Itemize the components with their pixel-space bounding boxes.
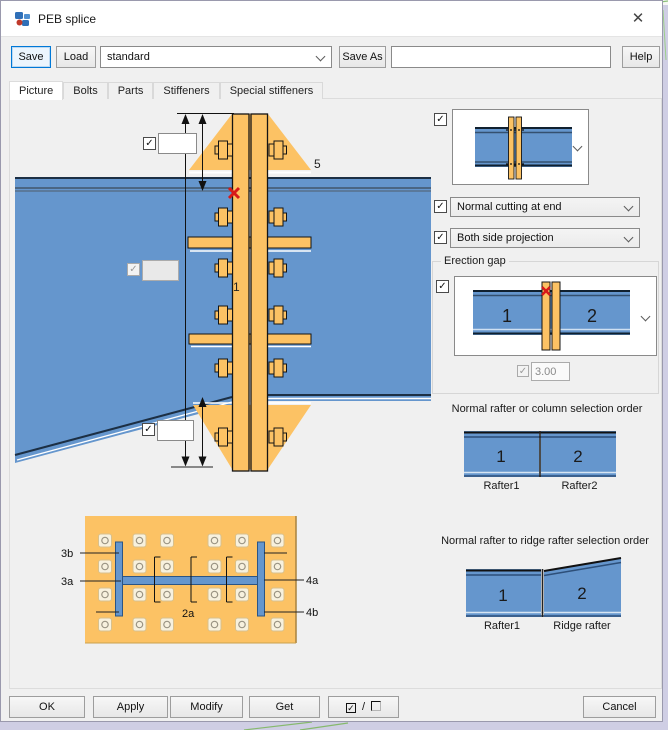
cutting-combobox[interactable]: Normal cutting at end xyxy=(450,197,640,217)
tab-parts[interactable]: Parts xyxy=(107,82,154,99)
tab-bolts[interactable]: Bolts xyxy=(63,82,108,99)
plan-label-2a: 2a xyxy=(182,608,195,620)
preset-value: standard xyxy=(107,51,150,63)
projection-value: Both side projection xyxy=(457,232,554,244)
window-title: PEB splice xyxy=(38,12,97,26)
preset-combobox[interactable]: standard xyxy=(100,46,332,68)
dimension-lines xyxy=(171,113,234,468)
gap-value-input[interactable] xyxy=(531,362,570,381)
end-plate-plan-view: 3b 3a 4a 4b 2a xyxy=(61,516,319,644)
gap-part2-label: 2 xyxy=(587,306,597,326)
order1-num1: 1 xyxy=(496,447,505,466)
modify-button[interactable]: Modify xyxy=(170,696,243,718)
save-as-button[interactable]: Save As xyxy=(339,46,386,68)
unchecked-box-icon xyxy=(371,701,382,711)
selection-order-1-title: Normal rafter or column selection order xyxy=(451,403,643,415)
gusset-label: 5 xyxy=(314,157,321,171)
erection-gap-checkbox[interactable] xyxy=(436,280,449,293)
toggle-separator: / xyxy=(361,701,366,713)
dim-top-checkbox[interactable] xyxy=(143,137,156,150)
toggle-all-checkboxes-button[interactable]: / xyxy=(328,696,399,718)
tab-stiffeners[interactable]: Stiffeners xyxy=(153,82,220,99)
chevron-down-icon xyxy=(623,201,634,212)
tab-picture[interactable]: Picture xyxy=(9,81,64,100)
splice-type-thumbnail xyxy=(475,116,572,180)
erection-gap-title: Erection gap xyxy=(441,255,509,267)
plan-label-4a: 4a xyxy=(306,575,319,587)
tab-special-stiffeners[interactable]: Special stiffeners xyxy=(219,82,324,99)
cutting-checkbox[interactable] xyxy=(434,200,447,213)
dim-top-input[interactable] xyxy=(158,133,197,154)
get-button[interactable]: Get xyxy=(249,696,320,718)
dimension-arrows xyxy=(181,114,207,467)
tab-bar: Picture Bolts Parts Stiffeners Special s… xyxy=(9,80,324,100)
erection-gap-group: Erection gap xyxy=(432,255,659,394)
order1-caption1: Rafter1 xyxy=(483,480,520,492)
plan-label-3a: 3a xyxy=(61,576,74,588)
plan-label-3b: 3b xyxy=(61,548,73,560)
dim-bottom-input[interactable] xyxy=(157,420,194,441)
save-as-input[interactable] xyxy=(391,46,611,68)
erection-gap-picker[interactable]: 1 2 xyxy=(454,276,657,356)
gap-part1-label: 1 xyxy=(502,306,512,326)
order1-num2: 2 xyxy=(573,447,582,466)
load-button[interactable]: Load xyxy=(56,46,96,68)
splice-elevation-drawing: 1 5 xyxy=(14,113,431,644)
close-icon[interactable]: ✕ xyxy=(631,10,645,27)
apply-button[interactable]: Apply xyxy=(93,696,168,718)
gap-value-checkbox[interactable] xyxy=(517,365,529,377)
dim-bottom-checkbox[interactable] xyxy=(142,423,155,436)
order2-caption2: Ridge rafter xyxy=(553,620,611,632)
chevron-down-icon xyxy=(623,232,634,243)
projection-checkbox[interactable] xyxy=(434,231,447,244)
component-icon xyxy=(15,12,30,26)
order2-num2: 2 xyxy=(577,584,586,603)
selection-order-1-figure: 1 2 xyxy=(464,431,616,477)
order2-caption1: Rafter1 xyxy=(483,620,521,632)
splice-type-picker[interactable] xyxy=(452,109,589,185)
origin-marker-icon xyxy=(227,186,241,200)
save-button[interactable]: Save xyxy=(11,46,51,68)
order1-caption2: Rafter2 xyxy=(561,480,598,492)
projection-combobox[interactable]: Both side projection xyxy=(450,228,640,248)
checked-box-icon xyxy=(345,703,356,713)
order2-num1: 1 xyxy=(498,586,507,605)
chevron-down-icon xyxy=(315,51,326,62)
cutting-value: Normal cutting at end xyxy=(457,201,562,213)
help-button[interactable]: Help xyxy=(622,46,660,68)
title-bar: PEB splice ✕ xyxy=(1,1,662,37)
cancel-button[interactable]: Cancel xyxy=(583,696,656,718)
plan-bolts xyxy=(98,533,285,632)
erection-gap-thumbnail: 1 2 xyxy=(473,281,630,351)
dim-mid-checkbox[interactable] xyxy=(127,263,140,276)
plate-label: 1 xyxy=(233,280,240,294)
gap-origin-marker-icon xyxy=(541,286,551,296)
selection-order-2-title: Normal rafter to ridge rafter selection … xyxy=(441,535,649,547)
dim-mid-input[interactable] xyxy=(142,260,179,281)
selection-order-2-figure: 1 2 xyxy=(466,557,622,617)
ok-button[interactable]: OK xyxy=(9,696,85,718)
plan-label-4b: 4b xyxy=(306,607,318,619)
bolt-rows xyxy=(214,140,287,447)
splice-type-checkbox[interactable] xyxy=(434,113,447,126)
